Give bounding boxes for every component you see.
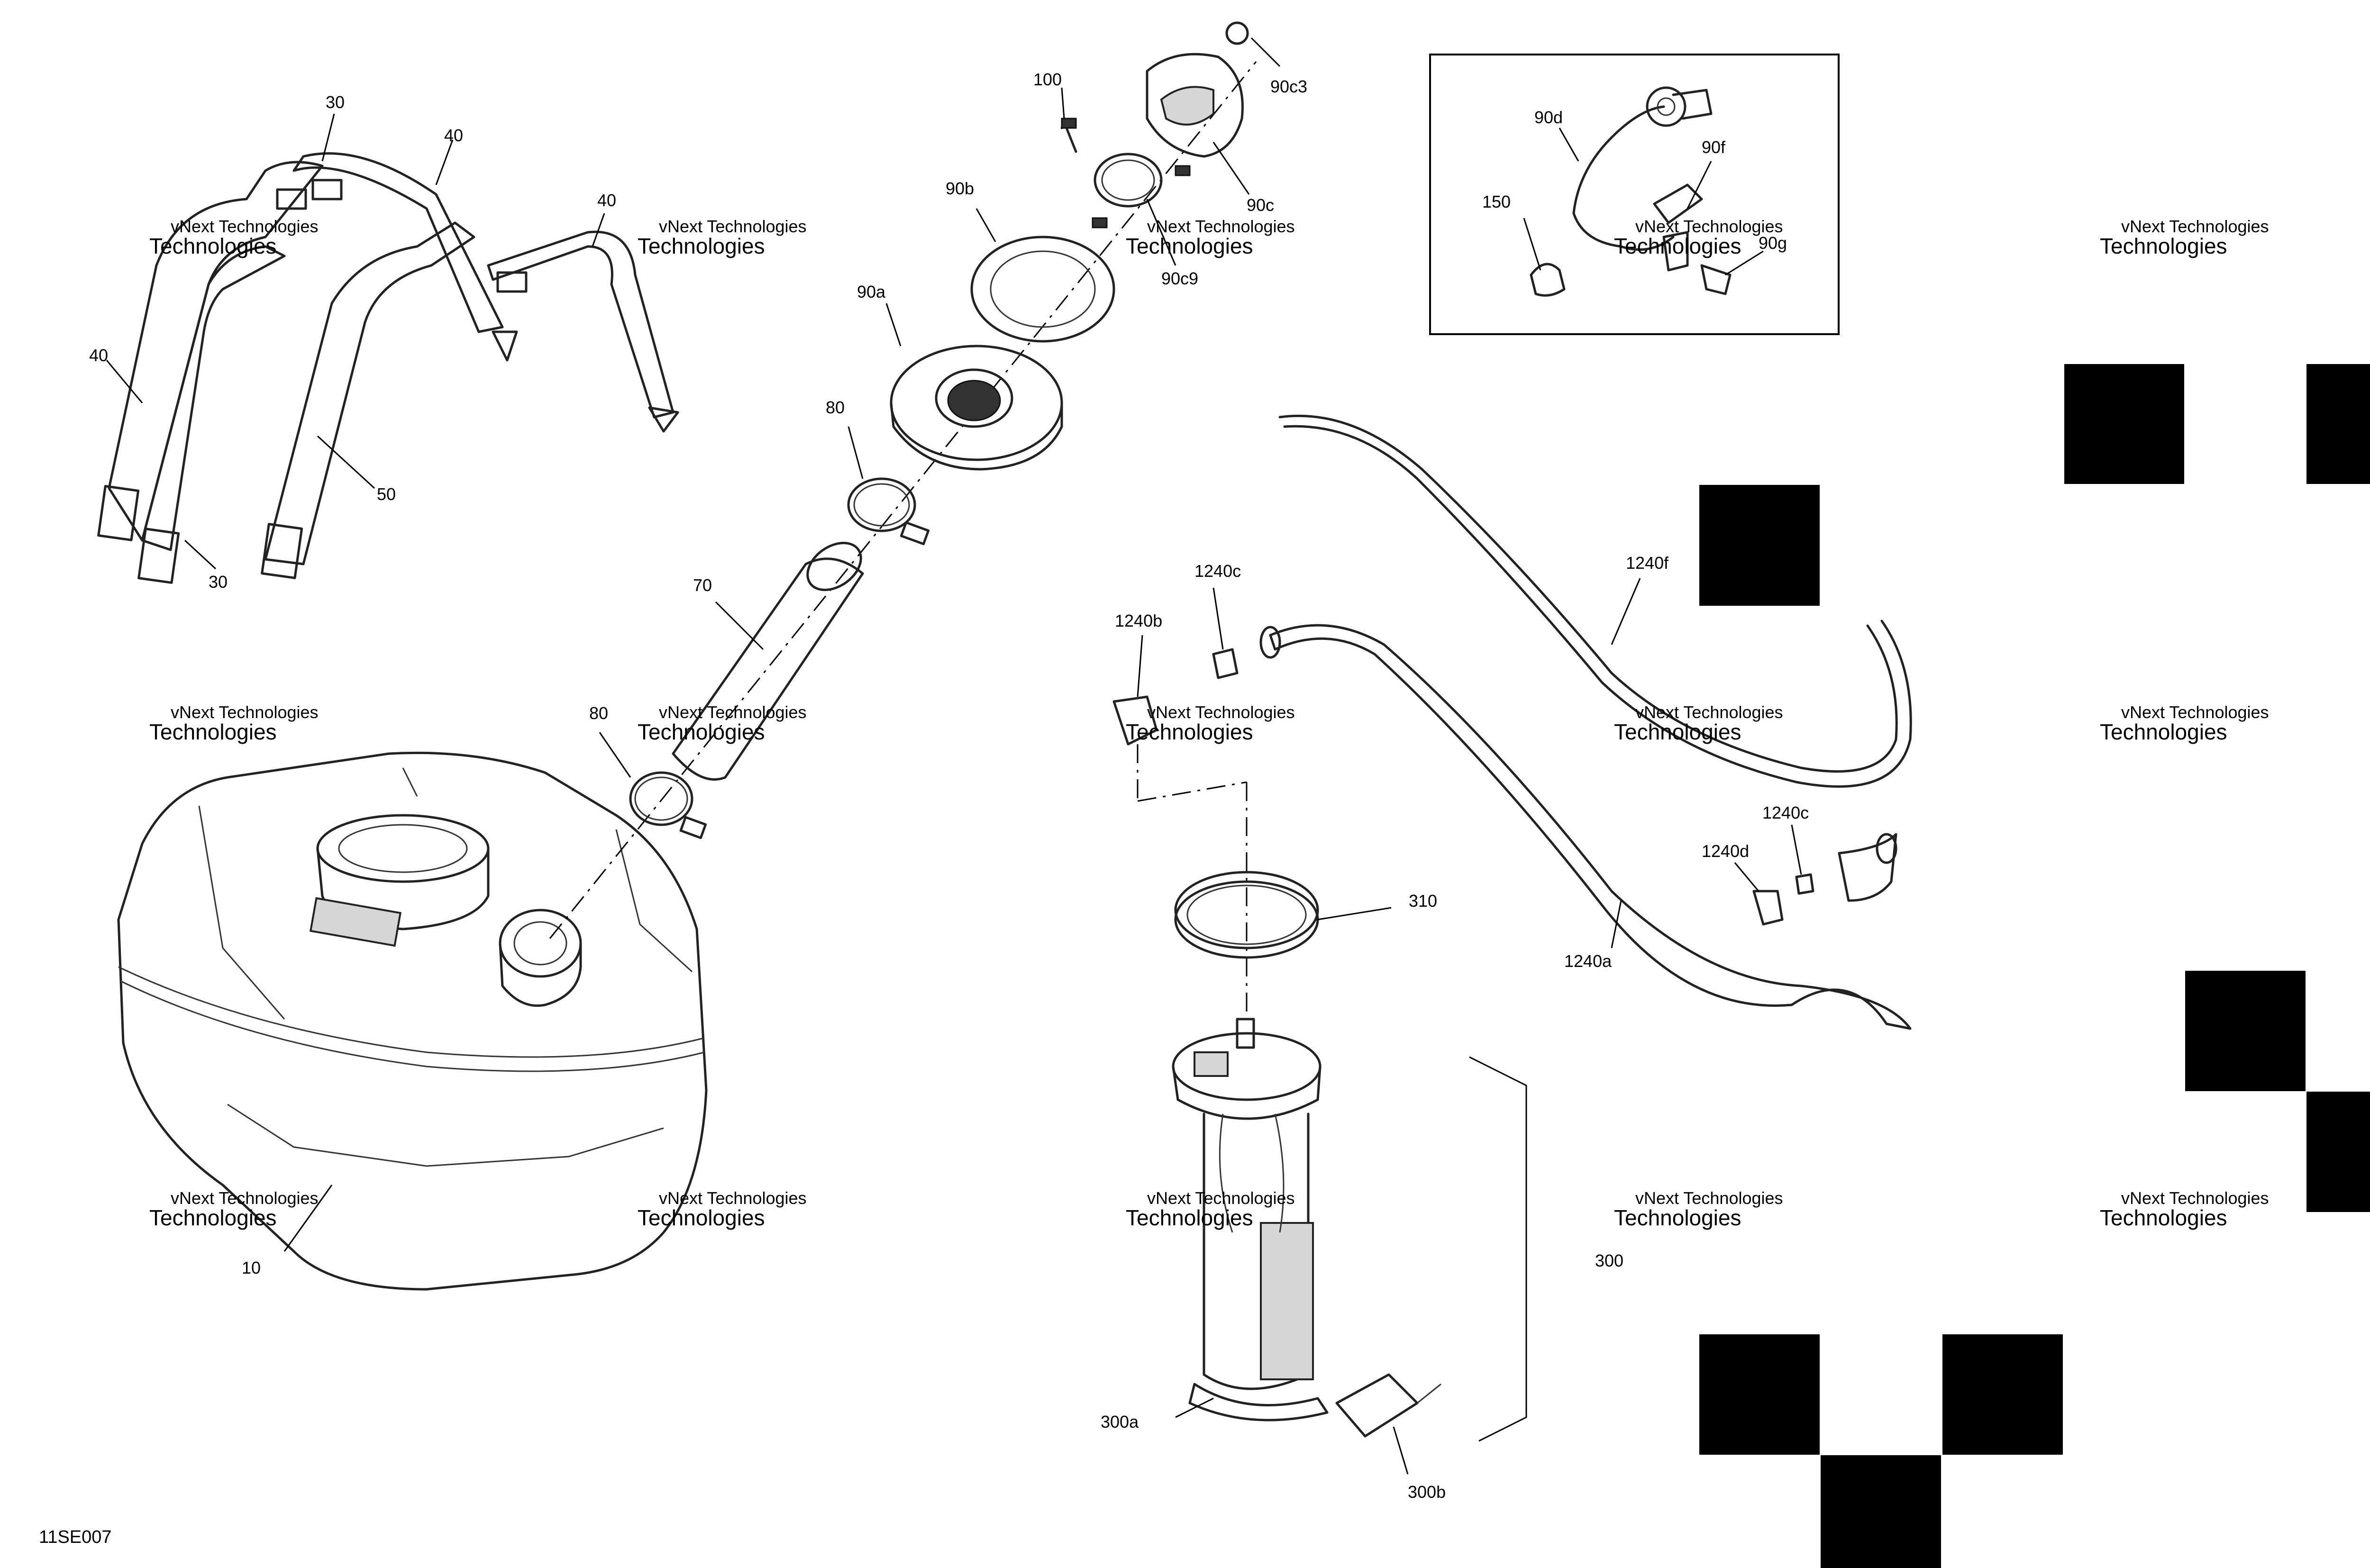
callout-1240f: 1240f: [1626, 553, 1669, 573]
watermark: vNext Technologies Technologies: [1614, 702, 1783, 744]
svg-text:vNext Technologies: vNext Technologies: [659, 217, 807, 236]
svg-text:vNext Technologies: vNext Technologies: [1147, 702, 1295, 722]
filler-neck-assembly: [549, 21, 1257, 939]
svg-text:vNext Technologies: vNext Technologies: [2121, 217, 2269, 236]
tether-inset: [1429, 54, 1840, 335]
callout-1240c-right: 1240c: [1762, 803, 1809, 822]
callout-50: 50: [377, 484, 396, 504]
callout-1240d: 1240d: [1702, 841, 1749, 861]
svg-text:vNext Technologies: vNext Technologies: [1147, 217, 1295, 236]
watermark: vNext Technologies Technologies: [1126, 702, 1295, 744]
watermark: vNext Technologies Technologies: [149, 217, 319, 258]
svg-text:Technologies: Technologies: [1126, 1205, 1253, 1230]
callout-80-lower: 80: [589, 703, 608, 723]
callout-90a: 90a: [857, 282, 886, 301]
black-block: [1699, 1334, 1820, 1455]
black-block: [2064, 364, 2184, 484]
callout-30-bottom: 30: [209, 572, 228, 592]
watermark: vNext Technologies Technologies: [149, 1188, 319, 1230]
callout-1240c-top: 1240c: [1194, 561, 1241, 581]
fuel-pump-module: [1172, 871, 1527, 1442]
svg-text:Technologies: Technologies: [638, 720, 765, 744]
black-block: [1821, 1455, 1941, 1568]
svg-text:vNext Technologies: vNext Technologies: [1147, 1188, 1295, 1208]
svg-text:Technologies: Technologies: [1614, 234, 1741, 258]
callout-90c: 90c: [1247, 195, 1274, 215]
callout-100: 100: [1033, 70, 1062, 89]
callout-30-top: 30: [326, 92, 345, 112]
tank-straps: [97, 152, 679, 584]
callout-1240b: 1240b: [1115, 611, 1162, 630]
checker-blocks: [1699, 364, 2370, 1568]
svg-text:Technologies: Technologies: [1126, 720, 1253, 744]
svg-text:vNext Technologies: vNext Technologies: [171, 702, 319, 722]
watermark: vNext Technologies Technologies: [638, 217, 807, 258]
watermark: vNext Technologies Technologies: [1614, 1188, 1783, 1230]
black-block: [2185, 971, 2306, 1091]
watermark: vNext Technologies Technologies: [149, 702, 319, 744]
svg-text:vNext Technologies: vNext Technologies: [2121, 1188, 2269, 1208]
black-block: [1699, 485, 1820, 606]
drawing-code: 11SE007: [39, 1527, 112, 1547]
black-block: [2306, 364, 2370, 484]
callout-10: 10: [242, 1258, 261, 1277]
leader-lines: [106, 37, 1802, 1475]
svg-text:Technologies: Technologies: [149, 720, 277, 744]
callout-labels: 30 40 40 40 50 30 100 90c3 90c 90b 90c9 …: [89, 70, 1809, 1502]
callout-310: 310: [1409, 891, 1437, 911]
svg-text:Technologies: Technologies: [1126, 234, 1253, 258]
svg-text:Technologies: Technologies: [2100, 234, 2227, 258]
svg-text:Technologies: Technologies: [2100, 1205, 2227, 1230]
callout-90f: 90f: [1702, 137, 1726, 157]
watermark: vNext Technologies Technologies: [1126, 1188, 1295, 1230]
callout-80-upper: 80: [826, 398, 845, 417]
callout-300: 300: [1595, 1251, 1623, 1270]
black-block: [2306, 1092, 2370, 1212]
watermark: vNext Technologies Technologies: [638, 702, 807, 744]
callout-90c3: 90c3: [1270, 77, 1307, 96]
watermarks: vNext Technologies Technologies vNext Te…: [149, 217, 2269, 1230]
svg-text:Technologies: Technologies: [1614, 720, 1741, 744]
svg-text:vNext Technologies: vNext Technologies: [659, 702, 807, 722]
inset-frame: [1429, 54, 1840, 335]
callout-90b: 90b: [946, 179, 974, 198]
svg-text:vNext Technologies: vNext Technologies: [1635, 702, 1783, 722]
callout-70: 70: [693, 575, 712, 595]
watermark: vNext Technologies Technologies: [638, 1188, 807, 1230]
watermark: vNext Technologies Technologies: [1614, 217, 1783, 258]
black-block: [1942, 1334, 2063, 1455]
watermark: vNext Technologies Technologies: [2100, 702, 2269, 744]
callout-90c9: 90c9: [1161, 269, 1198, 288]
svg-text:vNext Technologies: vNext Technologies: [1635, 1188, 1783, 1208]
callout-1240a: 1240a: [1564, 951, 1612, 971]
vent-hoses: [1112, 414, 1912, 1030]
svg-text:Technologies: Technologies: [638, 234, 765, 258]
callout-300b: 300b: [1408, 1482, 1446, 1502]
watermark: vNext Technologies Technologies: [1126, 217, 1295, 258]
svg-text:vNext Technologies: vNext Technologies: [1635, 217, 1783, 236]
callout-40-mid: 40: [597, 191, 616, 210]
svg-text:vNext Technologies: vNext Technologies: [171, 1188, 319, 1208]
callout-150: 150: [1482, 192, 1511, 211]
svg-text:vNext Technologies: vNext Technologies: [2121, 702, 2269, 722]
watermark: vNext Technologies Technologies: [2100, 1188, 2269, 1230]
callout-90g: 90g: [1759, 233, 1787, 253]
svg-text:Technologies: Technologies: [2100, 720, 2227, 744]
callout-300a: 300a: [1101, 1412, 1139, 1431]
fuel-tank: [117, 751, 708, 1291]
callout-40-top: 40: [444, 126, 463, 145]
svg-text:Technologies: Technologies: [149, 1205, 277, 1230]
svg-text:Technologies: Technologies: [638, 1205, 765, 1230]
watermark: vNext Technologies Technologies: [2100, 217, 2269, 258]
callout-40-left: 40: [89, 346, 108, 365]
svg-text:Technologies: Technologies: [1614, 1205, 1741, 1230]
svg-text:vNext Technologies: vNext Technologies: [659, 1188, 807, 1208]
svg-text:Technologies: Technologies: [149, 234, 277, 258]
svg-text:vNext Technologies: vNext Technologies: [171, 217, 319, 236]
callout-90d: 90d: [1534, 108, 1563, 127]
